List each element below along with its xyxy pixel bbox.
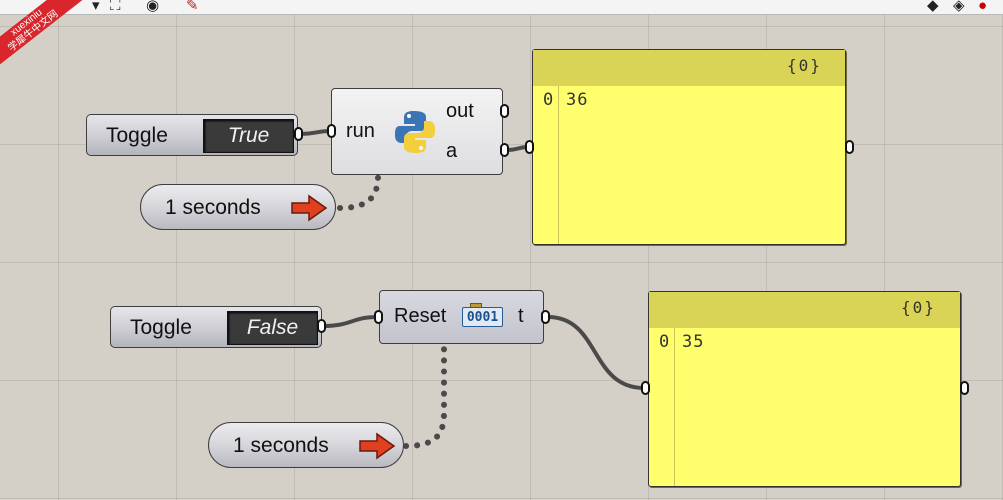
python-logo-icon [395, 111, 435, 153]
watermark-badge: xuexiniu 学犀牛中文网 [0, 0, 98, 74]
counter-output-t: t [518, 305, 524, 327]
panel-value: 35 [682, 332, 705, 352]
toggle-value[interactable]: True [203, 119, 294, 153]
panel-count: {0} [901, 298, 936, 317]
wire-t-to-panel [547, 315, 645, 390]
wire-timer-to-counter [403, 342, 447, 449]
python-component[interactable]: run out a [331, 88, 503, 175]
panel-output-port[interactable] [960, 381, 969, 395]
toolbar: ▾ ⛶ ◉ ✎ ◆ ◈ ● [0, 0, 1003, 15]
counter-component[interactable]: Reset 0001 t [379, 290, 544, 344]
counter-reset-port[interactable] [374, 310, 383, 324]
timer-2[interactable]: 1 seconds [208, 422, 404, 468]
wire-toggle-to-run [299, 129, 331, 136]
panel-header [649, 292, 960, 328]
timer-label: 1 seconds [165, 196, 261, 219]
arrow-right-icon [359, 432, 396, 460]
panel-divider [674, 328, 675, 486]
counter-input-reset: Reset [394, 305, 447, 327]
watermark-band: xuexiniu 学犀牛中文网 [0, 0, 98, 74]
toggle-output-port[interactable] [317, 319, 326, 333]
panel-value: 36 [566, 90, 589, 110]
python-input-run: run [346, 120, 375, 142]
panel-index: 0 [543, 90, 555, 110]
toggle-true[interactable]: Toggle True [86, 114, 298, 156]
toggle-output-port[interactable] [294, 127, 303, 141]
wire-timer-to-python [337, 173, 381, 211]
select-frame-icon[interactable]: ⛶ [110, 0, 121, 14]
counter-t-port[interactable] [541, 310, 550, 324]
panel-divider [558, 86, 559, 244]
preview-icon[interactable]: ◆ [927, 0, 939, 14]
panel-index: 0 [659, 332, 671, 352]
arrow-right-icon [291, 194, 328, 222]
panel-header [533, 50, 845, 86]
python-out-port[interactable] [500, 104, 509, 118]
counter-digits: 0001 [466, 310, 499, 325]
paint-brush-icon[interactable]: ✎ [186, 0, 199, 14]
timer-label: 1 seconds [233, 434, 329, 457]
python-output-out: out [446, 100, 474, 122]
eye-icon[interactable]: ◉ [146, 0, 160, 14]
timer-1[interactable]: 1 seconds [140, 184, 336, 230]
toggle-false[interactable]: Toggle False [110, 306, 322, 348]
python-output-a: a [446, 140, 458, 162]
watermark-line1: xuexiniu [8, 7, 45, 39]
toggle-value[interactable]: False [227, 311, 318, 345]
panel-output-port[interactable] [845, 140, 854, 154]
panel-input-port[interactable] [525, 140, 534, 154]
dropdown-icon[interactable]: ▾ [92, 0, 100, 14]
toggle-label: Toggle [130, 316, 192, 339]
wire-toggle-to-reset [322, 315, 378, 328]
color-icon[interactable]: ● [978, 0, 988, 14]
panel-2[interactable]: {0} 0 35 [648, 291, 961, 487]
python-a-port[interactable] [500, 143, 509, 157]
paint-icon[interactable]: ◈ [953, 0, 965, 14]
counter-display-icon: 0001 [462, 303, 505, 329]
panel-1[interactable]: {0} 0 36 [532, 49, 846, 245]
panel-count: {0} [787, 56, 822, 75]
toggle-label: Toggle [106, 124, 168, 147]
panel-input-port[interactable] [641, 381, 650, 395]
python-run-port[interactable] [327, 124, 336, 138]
